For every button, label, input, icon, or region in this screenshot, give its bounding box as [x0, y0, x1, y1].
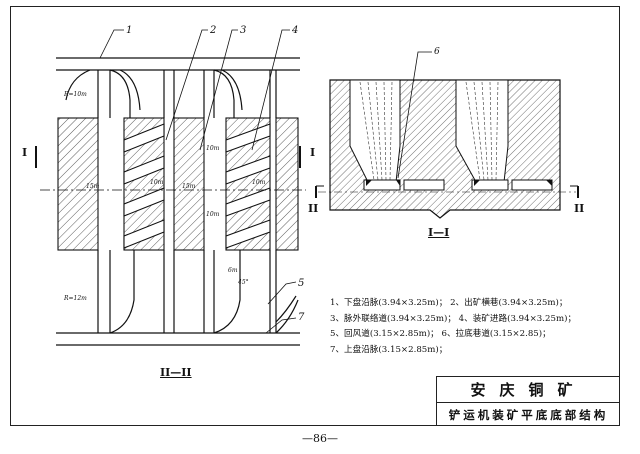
legend-line-1: 1、下盘沿脉(3.94×3.25m)； 2、出矿横巷(3.94×3.25m)； [330, 298, 568, 308]
dim-width-a: 15m [86, 183, 100, 190]
dim-6m: 6m [228, 267, 238, 274]
callout-1: 1 [126, 25, 132, 36]
legend-line-4: 7、上盘沿脉(3.15×2.85m)； [330, 344, 448, 355]
callout-5: 5 [298, 278, 304, 289]
callout-2: 2 [209, 25, 216, 36]
section-mark-I-left: I [22, 146, 28, 159]
legend-line-3: 5、回风道(3.15×2.85m)； 6、拉底巷道(3.15×2.85)； [330, 329, 551, 339]
callout-6: 6 [434, 47, 440, 57]
plan-view-caption: II—II [160, 366, 192, 379]
dim-width-b: 15m [182, 183, 196, 190]
drawing-title: 铲运机装矿平底底部结构 [448, 408, 609, 422]
dim-spacing-d: 10m [252, 179, 266, 186]
right-pillar [275, 117, 299, 251]
callout-3: 3 [240, 25, 246, 36]
left-pillar [57, 117, 99, 251]
title-block: 安庆铜矿 铲运机装矿平底底部结构 [436, 376, 620, 426]
dim-spacing-c: 10m [206, 211, 220, 218]
section-mark-I-right: I [310, 146, 316, 159]
page-number: —86— [302, 432, 338, 445]
callout-4: 4 [291, 25, 298, 36]
company-name: 安庆铜矿 [437, 377, 620, 403]
dim-spacing-a: 10m [150, 179, 164, 186]
callout-7: 7 [298, 312, 305, 323]
section-view-caption: I—I [428, 226, 450, 239]
plan-view: 1 2 3 4 5 7 R=10m R=12m 15m 15m 10m 10m … [35, 25, 306, 346]
dim-radius-top: R=10m [63, 91, 87, 98]
section-mark-II-right: II [574, 202, 585, 215]
section-view: 6 [315, 47, 579, 219]
dim-spacing-b: 10m [206, 145, 220, 152]
dim-angle: 45° [237, 279, 249, 286]
legend: 1、下盘沿脉(3.94×3.25m)； 2、出矿横巷(3.94×3.25m)； … [330, 296, 620, 358]
section-mark-II-left: II [308, 202, 319, 215]
pillar-b [173, 117, 205, 251]
drawing-frame [10, 6, 620, 426]
dim-radius-bottom: R=12m [63, 295, 87, 302]
legend-line-2: 3、脉外联络道(3.94×3.25m)； 4、装矿进路(3.94×3.25m)； [330, 313, 577, 324]
